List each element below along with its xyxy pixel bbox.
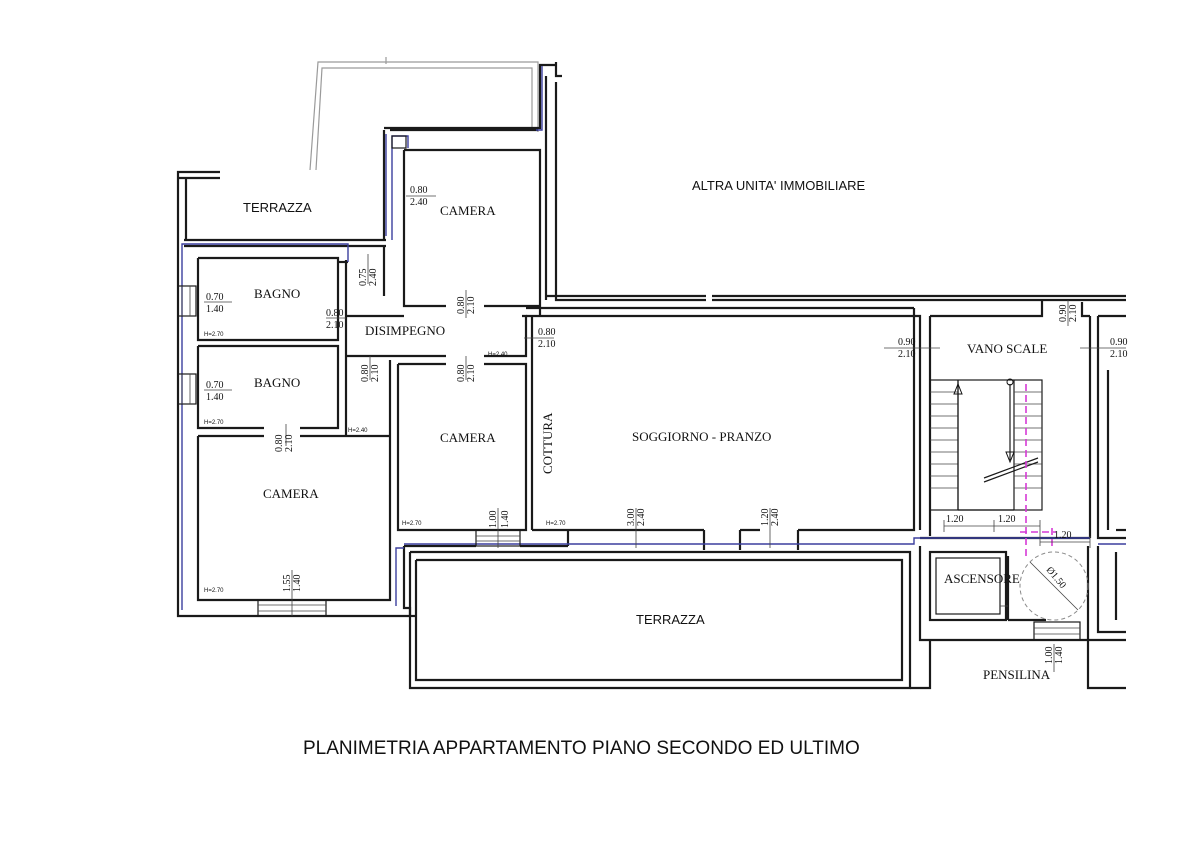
dim-width: 0.80: [456, 297, 467, 315]
room-bagno-2: BAGNO: [254, 375, 300, 390]
structure-line: [181, 66, 1126, 610]
dim-height: 2.40: [368, 269, 379, 287]
walls: [176, 62, 1126, 690]
ceiling-height: H=2.40: [348, 428, 368, 434]
ceiling-height: H=2.70: [204, 332, 224, 338]
room-soggiorno: SOGGIORNO - PRANZO: [632, 429, 771, 444]
turning-circle: [1019, 551, 1089, 621]
turning-diameter: Ø1.50: [1044, 565, 1068, 591]
dim-height: 1.40: [1054, 647, 1065, 665]
room-labels: TERRAZZA CAMERA ALTRA UNITA' IMMOBILIARE…: [243, 178, 1051, 682]
room-disimpegno: DISIMPEGNO: [365, 323, 445, 338]
dim-width: 3.00: [626, 509, 637, 527]
dim-width: 0.75: [358, 269, 369, 287]
dim-width: 0.90: [898, 337, 916, 348]
room-altra-unita: ALTRA UNITA' IMMOBILIARE: [692, 178, 866, 193]
dim-height: 1.40: [206, 304, 224, 315]
dim-width: 0.80: [538, 327, 556, 338]
room-pensilina: PENSILINA: [983, 667, 1051, 682]
dim-height: 1.40: [500, 511, 511, 529]
dim-height: 2.10: [1068, 305, 1079, 323]
dim-width: 0.90: [1110, 337, 1128, 348]
dim-width: 0.70: [206, 292, 224, 303]
dim-width: 0.90: [1058, 305, 1069, 323]
dim-height: 2.10: [1110, 349, 1128, 360]
dimension-labels: 0.80 2.40 0.75 2.40 0.70 1.40 0.80 2.10 …: [206, 185, 1128, 664]
dim-width: 0.80: [274, 435, 285, 453]
stair-dim: 1.20: [1054, 530, 1072, 541]
dim-height: 2.10: [326, 320, 344, 331]
room-ascensore: ASCENSORE: [944, 571, 1020, 586]
dim-height: 1.40: [292, 575, 303, 593]
room-camera-top: CAMERA: [440, 203, 496, 218]
staircase: [929, 378, 1056, 560]
dim-height: 2.10: [466, 297, 477, 315]
dim-height: 2.40: [636, 509, 647, 527]
ceiling-height: H=2.70: [546, 521, 566, 527]
dim-height: 2.10: [898, 349, 916, 360]
stair-dim: 1.20: [998, 514, 1016, 525]
dim-width: 0.80: [360, 365, 371, 383]
ceiling-height: H=2.70: [204, 588, 224, 594]
ceiling-height: H=2.40: [488, 352, 508, 358]
dim-height: 2.10: [370, 365, 381, 383]
dim-width: 1.00: [488, 511, 499, 529]
room-bagno-1: BAGNO: [254, 286, 300, 301]
room-cottura: COTTURA: [540, 412, 555, 474]
dim-width: 1.55: [282, 575, 293, 593]
dim-height: 1.40: [206, 392, 224, 403]
dim-height: 2.10: [466, 365, 477, 383]
dim-height: 2.10: [284, 435, 295, 453]
room-camera-bottom: CAMERA: [263, 486, 319, 501]
plan-title: PLANIMETRIA APPARTAMENTO PIANO SECONDO E…: [303, 738, 860, 759]
dim-width: 1.20: [760, 509, 771, 527]
ceiling-height: H=2.70: [402, 521, 422, 527]
terrace-railing-top: [309, 57, 539, 171]
dim-width: 0.80: [456, 365, 467, 383]
dim-width: 0.80: [410, 185, 428, 196]
ceiling-height: H=2.70: [204, 420, 224, 426]
room-terrazza-top: TERRAZZA: [243, 200, 312, 215]
dim-height: 2.40: [410, 197, 428, 208]
elevator: [928, 550, 1008, 622]
dim-width: 0.70: [206, 380, 224, 391]
windows: [177, 135, 1081, 641]
room-terrazza-bottom: TERRAZZA: [636, 612, 705, 627]
room-camera-mid: CAMERA: [440, 430, 496, 445]
dim-width: 0.80: [326, 308, 344, 319]
dim-height: 2.40: [770, 509, 781, 527]
dimension-lines: [204, 195, 1126, 672]
stair-dim: 1.20: [946, 514, 964, 525]
dim-width: 1.00: [1044, 647, 1055, 665]
height-labels: H=2.70 H=2.70 H=2.40 H=2.40 H=2.70 H=2.7…: [204, 332, 566, 594]
dim-height: 2.10: [538, 339, 556, 350]
room-vano-scale: VANO SCALE: [967, 341, 1047, 356]
